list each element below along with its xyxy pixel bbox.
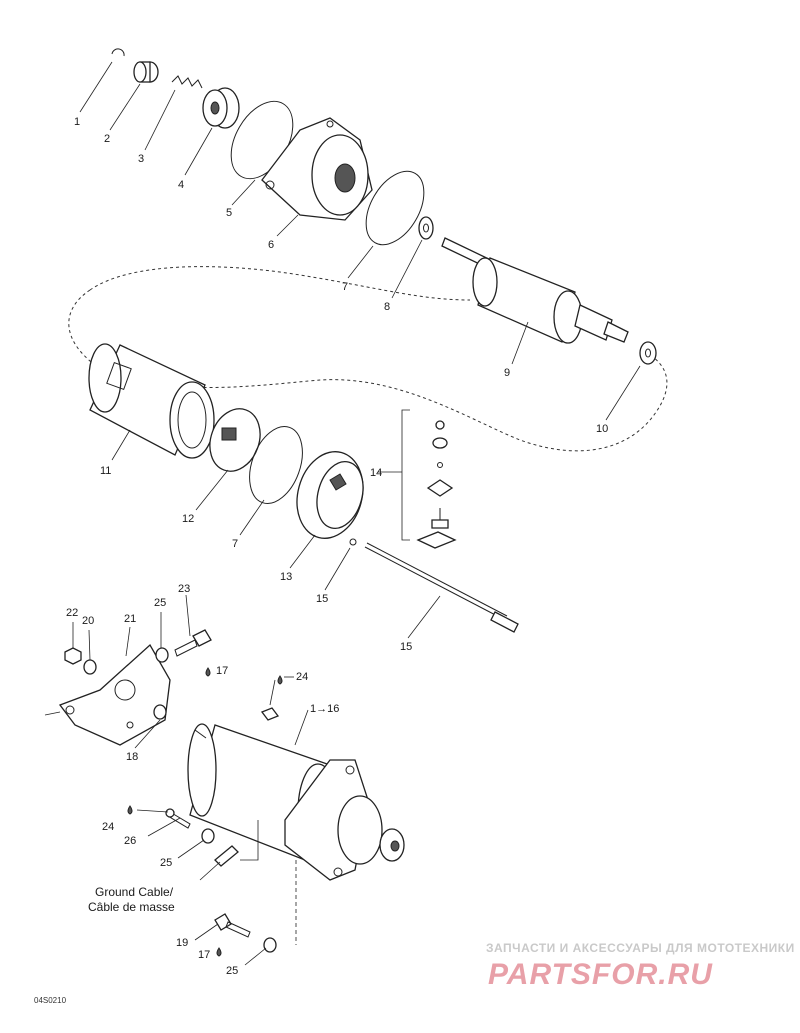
callout-14: 14	[370, 467, 382, 479]
callout-24-a: 24	[296, 671, 308, 683]
callout-26: 26	[124, 835, 136, 847]
callout-1: 1	[74, 116, 80, 128]
callout-labels: 1 2 3 4 5 6 7 8 9 10 11 12 7 13 14 15 15…	[66, 116, 608, 977]
callout-4: 4	[178, 179, 184, 191]
callout-22: 22	[66, 607, 78, 619]
part-24-adhesive-drop-a	[277, 675, 283, 685]
part-25-washer-b	[201, 828, 215, 844]
callout-25-a: 25	[154, 597, 166, 609]
part-8-washer	[418, 216, 434, 240]
part-7-o-ring-upper	[365, 170, 425, 246]
callout-11: 11	[100, 465, 111, 477]
part-6-drive-housing	[261, 117, 373, 221]
callout-12: 12	[182, 513, 194, 525]
part-23-bolt	[174, 629, 212, 657]
callout-8: 8	[384, 301, 390, 313]
part-26-screw	[165, 808, 191, 829]
callout-3: 3	[138, 153, 144, 165]
callout-15-bolt: 15	[400, 641, 412, 653]
part-3-spring	[171, 75, 203, 89]
part-10-washer	[639, 341, 657, 365]
callout-21: 21	[124, 613, 136, 625]
part-1-16-starter-motor	[187, 707, 405, 881]
part-24-adhesive-drop-b	[127, 805, 133, 815]
callout-19: 19	[176, 937, 188, 949]
callout-17-b: 17	[198, 949, 210, 961]
callout-25-c: 25	[226, 965, 238, 977]
callout-24-b: 24	[102, 821, 114, 833]
callout-23: 23	[178, 583, 190, 595]
part-18-washer	[153, 704, 167, 720]
callout-10: 10	[596, 423, 608, 435]
callout-18: 18	[126, 751, 138, 763]
callout-17-a: 17	[216, 665, 228, 677]
part-15-through-bolt	[349, 538, 519, 633]
callout-15-washer: 15	[316, 593, 328, 605]
part-2-collar	[133, 61, 159, 83]
part-20-washer	[83, 659, 97, 675]
part-1-circlip	[111, 48, 125, 57]
callout-6: 6	[268, 239, 274, 251]
figure-code: 04S0210	[34, 996, 67, 1005]
ground-cable	[199, 820, 259, 881]
watermark-logo: PARTSFOR.RU	[488, 958, 713, 991]
callout-7-lower: 7	[232, 538, 238, 550]
watermark-tagline: ЗАПЧАСТИ И АКСЕССУАРЫ ДЛЯ МОТОТЕХНИКИ	[486, 941, 795, 955]
part-17-adhesive-drop-b	[216, 947, 222, 957]
callout-9: 9	[504, 367, 510, 379]
ground-cable-caption-fr: Câble de masse	[88, 900, 175, 914]
callout-25-b: 25	[160, 857, 172, 869]
part-22-nut	[64, 647, 82, 665]
leader-lines	[72, 61, 641, 966]
part-12-brush-plate	[209, 408, 261, 472]
part-11-yoke	[88, 343, 215, 459]
part-17-adhesive-drop-a	[205, 667, 211, 677]
callout-2: 2	[104, 133, 110, 145]
callout-20: 20	[82, 615, 94, 627]
callout-7-upper: 7	[342, 281, 348, 293]
ground-cable-caption-en: Ground Cable/	[95, 885, 174, 899]
part-4-pinion	[202, 87, 240, 129]
callout-1-to-16: 1→16	[310, 703, 339, 715]
part-9-armature	[441, 237, 629, 344]
part-13-end-cover	[296, 451, 364, 539]
part-21-bracket	[44, 643, 171, 746]
part-25-washer-a	[155, 647, 169, 663]
part-19-bolt	[214, 913, 251, 938]
part-14-terminal-kit	[378, 409, 457, 549]
part-25-washer-c	[263, 937, 277, 953]
callout-13: 13	[280, 571, 292, 583]
callout-5: 5	[226, 207, 232, 219]
